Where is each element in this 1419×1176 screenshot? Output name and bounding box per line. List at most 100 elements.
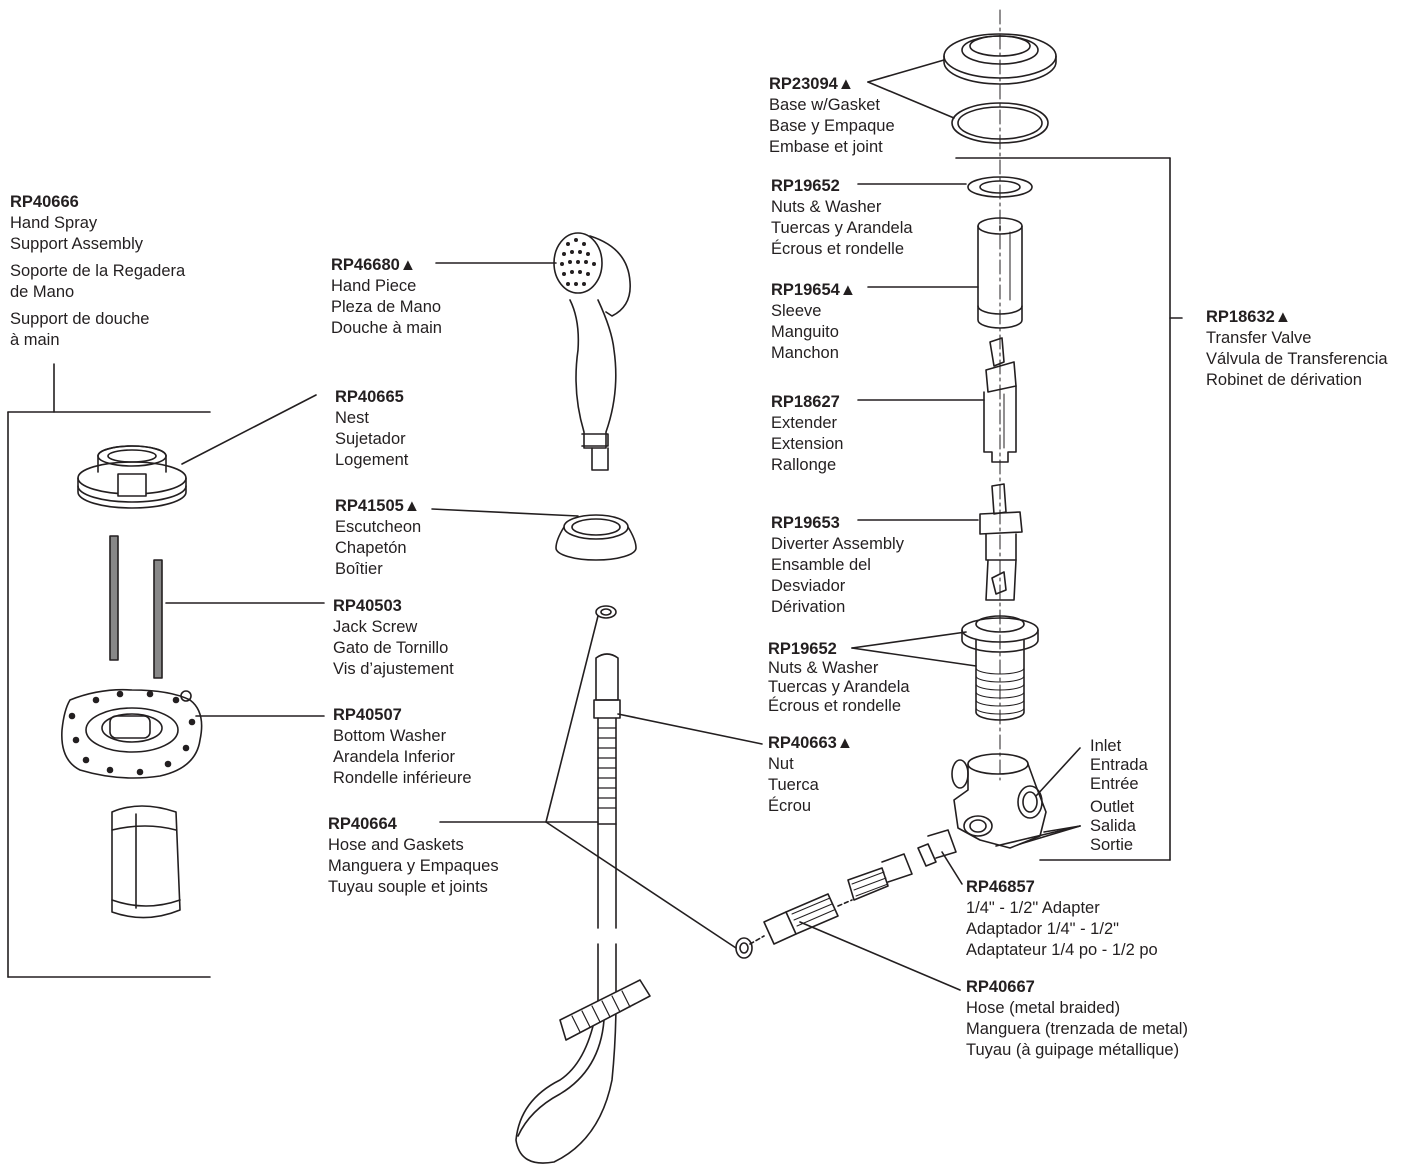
description-en: Base w/Gasket <box>769 96 880 114</box>
description-en: Bottom Washer <box>333 727 447 745</box>
description-en: Outlet <box>1090 798 1135 816</box>
description-fr: Vis d’ajustement <box>333 660 454 678</box>
description-es: Pleza de Mano <box>331 298 442 316</box>
part-number: RP18632▲ <box>1206 308 1292 326</box>
part-number: RP19654▲ <box>771 281 857 299</box>
label-rp40665: RP40665 Nest Sujetador Logement <box>335 387 408 471</box>
description-fr: Rondelle inférieure <box>333 769 472 787</box>
label-rp41505: RP41505▲ Escutcheon Chapetón Boîtier <box>335 496 421 580</box>
description-es: Tuerca <box>768 776 819 794</box>
label-rp40667: RP40667 Hose (metal braided) Manguera (t… <box>966 977 1188 1061</box>
hand-hose-part <box>515 605 651 1164</box>
valve-body-part <box>951 753 1047 849</box>
sleeve-part <box>977 217 1023 329</box>
description-en: Sleeve <box>771 302 822 320</box>
description-fr: Entrée <box>1090 775 1139 793</box>
description-en: Jack Screw <box>333 618 418 636</box>
description-fr: Support de douche <box>10 310 150 328</box>
description-es: Ensamble del <box>771 556 871 574</box>
description-en: Nuts & Washer <box>771 198 882 216</box>
description-en: Hose and Gaskets <box>328 836 464 854</box>
description-en-2: Support Assembly <box>10 235 143 253</box>
label-rp40666: RP40666 Hand Spray Support Assembly Sopo… <box>10 192 185 351</box>
part-number: RP19653 <box>771 514 840 532</box>
description-en: Extender <box>771 414 838 432</box>
description-es: Tuercas y Arandela <box>768 678 910 696</box>
part-number: RP18627 <box>771 393 840 411</box>
label-outlet: Outlet Salida Sortie <box>1090 798 1136 855</box>
description-es: Chapetón <box>335 539 407 557</box>
part-number: RP40666 <box>10 193 79 211</box>
part-number: RP46680▲ <box>331 256 417 274</box>
description-es-2: de Mano <box>10 283 75 301</box>
shank-part <box>961 615 1039 721</box>
label-inlet: Inlet Entrada Entrée <box>1090 737 1148 794</box>
description-fr: Écrous et rondelle <box>771 240 904 258</box>
description-fr: Logement <box>335 451 409 469</box>
description-es: Base y Empaque <box>769 117 895 135</box>
description-es: Sujetador <box>335 430 406 448</box>
part-number: RP46857 <box>966 878 1035 896</box>
part-number: RP19652 <box>771 177 840 195</box>
label-rp46680: RP46680▲ Hand Piece Pleza de Mano Douche… <box>331 255 442 339</box>
description-en: Hand Piece <box>331 277 417 295</box>
description-fr: Rallonge <box>771 456 837 474</box>
description-fr: Tuyau (à guipage métallique) <box>966 1041 1180 1059</box>
label-rp19652-bottom: RP19652 Nuts & Washer Tuercas y Arandela… <box>768 640 910 716</box>
part-number: RP40507 <box>333 706 402 724</box>
braided-hose-part <box>749 829 957 945</box>
part-number: RP19652 <box>768 640 837 658</box>
description-es: Gato de Tornillo <box>333 639 449 657</box>
support-assembly-bracket <box>7 363 211 978</box>
description-en: Transfer Valve <box>1206 329 1312 347</box>
description-es: Manguito <box>771 323 839 341</box>
part-number: RP40663▲ <box>768 734 854 752</box>
description-fr: Sortie <box>1090 836 1134 854</box>
extender-part <box>983 337 1017 463</box>
label-rp18632: RP18632▲ Transfer Valve Válvula de Trans… <box>1206 307 1388 391</box>
description-en: Nut <box>768 755 794 773</box>
description-en: Escutcheon <box>335 518 422 536</box>
label-rp19653: RP19653 Diverter Assembly Ensamble del D… <box>771 513 904 618</box>
description-fr: Écrous et rondelle <box>768 697 901 715</box>
part-number: RP40667 <box>966 978 1035 996</box>
description-en: Hose (metal braided) <box>966 999 1121 1017</box>
description-en: 1/4" - 1/2" Adapter <box>966 899 1100 917</box>
description-fr: Tuyau souple et joints <box>328 878 488 896</box>
part-number: RP23094▲ <box>769 75 855 93</box>
label-rp19654: RP19654▲ Sleeve Manguito Manchon <box>771 280 856 364</box>
label-rp46857: RP46857 1/4" - 1/2" Adapter Adaptador 1/… <box>966 877 1158 961</box>
description-es: Entrada <box>1090 756 1148 774</box>
description-es: Soporte de la Regadera <box>10 262 186 280</box>
description-en: Diverter Assembly <box>771 535 904 553</box>
label-rp18627: RP18627 Extender Extension Rallonge <box>771 392 843 476</box>
description-en: Hand Spray <box>10 214 98 232</box>
description-es: Manguera y Empaques <box>328 857 499 875</box>
description-fr: Manchon <box>771 344 839 362</box>
description-en: Nuts & Washer <box>768 659 879 677</box>
diverter-part <box>979 483 1023 601</box>
label-rp40503: RP40503 Jack Screw Gato de Tornillo Vis … <box>333 596 454 680</box>
description-es: Válvula de Transferencia <box>1206 350 1388 368</box>
support-sleeve-part <box>111 805 181 919</box>
description-fr: Boîtier <box>335 560 383 578</box>
description-es: Extension <box>771 435 844 453</box>
description-es: Arandela Inferior <box>333 748 455 766</box>
jack-screws <box>109 535 163 679</box>
description-fr-2: à main <box>10 331 60 349</box>
nest-part <box>77 445 187 509</box>
bottom-washer-part <box>61 688 203 779</box>
description-en: Nest <box>335 409 369 427</box>
description-fr: Robinet de dérivation <box>1206 371 1362 389</box>
label-rp23094: RP23094▲ Base w/Gasket Base y Empaque Em… <box>769 74 895 158</box>
description-fr: Douche à main <box>331 319 442 337</box>
description-fr: Écrou <box>768 797 812 815</box>
description-en: Inlet <box>1090 737 1122 755</box>
label-rp40664: RP40664 Hose and Gaskets Manguera y Empa… <box>328 814 499 898</box>
transfer-valve-bracket <box>955 157 1183 861</box>
nuts-washer-top-part <box>967 176 1033 198</box>
description-es: Manguera (trenzada de metal) <box>966 1020 1188 1038</box>
description-es: Tuercas y Arandela <box>771 219 913 237</box>
label-rp40507: RP40507 Bottom Washer Arandela Inferior … <box>333 705 472 789</box>
part-number: RP40665 <box>335 388 404 406</box>
